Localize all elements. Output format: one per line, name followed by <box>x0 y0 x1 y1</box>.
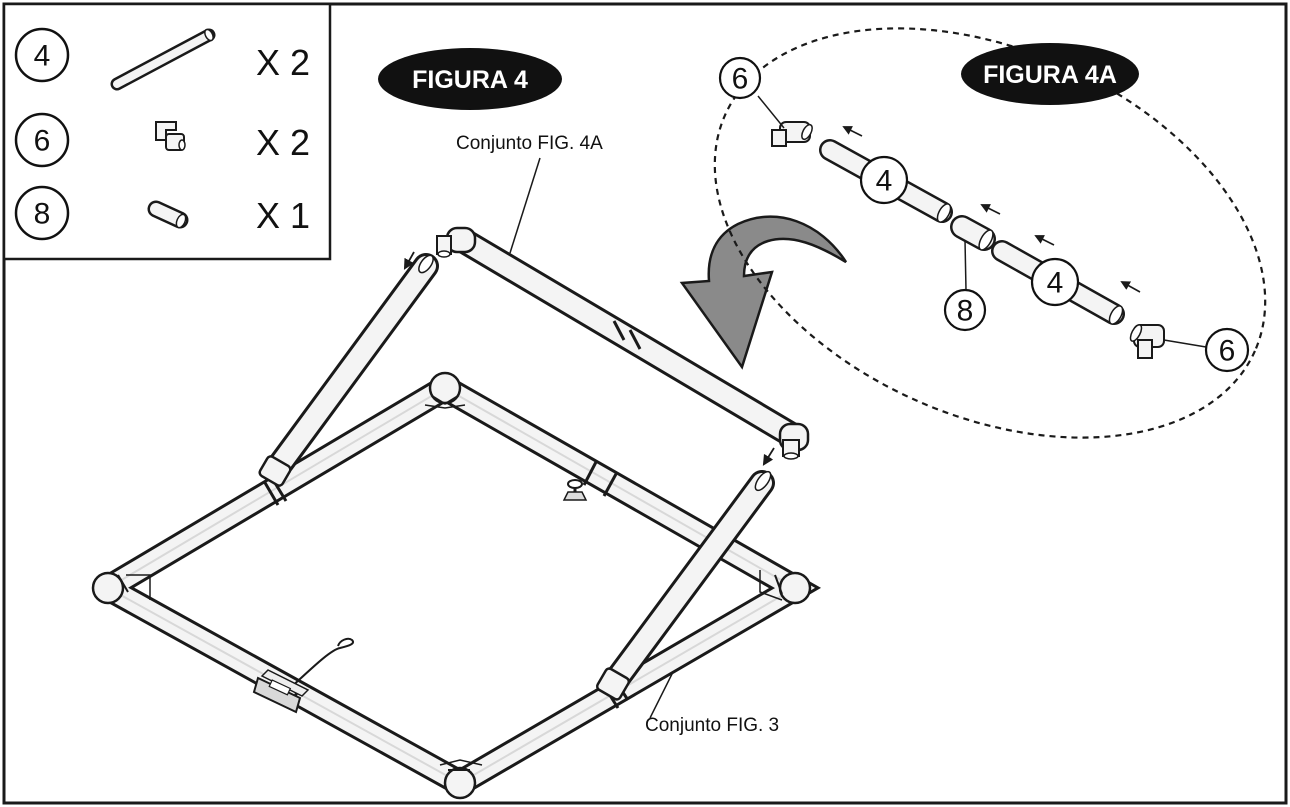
left-post <box>258 251 439 487</box>
callout-circle <box>718 56 762 100</box>
top-bar-assembly <box>436 226 810 460</box>
callout-number: 6 <box>1219 335 1236 368</box>
insert-arrow-icon <box>1034 235 1055 246</box>
base-frame <box>91 371 822 800</box>
callout-number: 8 <box>957 295 974 328</box>
callout-circle <box>943 288 987 332</box>
top-elbow-left <box>436 226 477 258</box>
control-unit <box>252 637 354 714</box>
part-number: 6 <box>34 125 51 158</box>
figura-4-badge: FIGURA 4 <box>378 48 562 110</box>
callout-number: 6 <box>732 63 749 96</box>
part-number-circle <box>14 27 70 83</box>
part-number: 4 <box>34 40 51 73</box>
figura-4a-label: FIGURA 4A <box>983 61 1117 89</box>
detail-elbow-top <box>771 121 813 147</box>
part-quantity: X 1 <box>256 195 310 236</box>
callout-fig-3: Conjunto FIG. 3 <box>645 715 779 736</box>
callout-number: 4 <box>1047 267 1064 300</box>
long-pipe-icon <box>110 28 216 91</box>
insert-arrow-icon <box>980 204 1001 215</box>
part-quantity: X 2 <box>256 42 310 83</box>
right-post <box>595 447 775 701</box>
top-elbow-right <box>778 422 810 460</box>
figura-4-label: FIGURA 4 <box>412 66 528 94</box>
elbow-corner-top <box>424 371 466 409</box>
center-fitting <box>562 479 588 501</box>
detail-elbow-bottom <box>1129 324 1165 359</box>
elbow-corner-right <box>759 570 812 605</box>
callout-circle <box>859 155 909 205</box>
down-arrow-icon <box>403 251 415 270</box>
part-number: 8 <box>34 198 51 231</box>
callout-circle <box>1204 327 1250 373</box>
part-number-circle <box>14 185 70 241</box>
callout-leader-top <box>509 157 541 254</box>
detail-coupler <box>950 215 996 251</box>
callout-number: 4 <box>876 165 893 198</box>
parts-row-4: 4 X 2 <box>14 27 310 91</box>
insert-arrow-icon <box>1120 281 1141 293</box>
parts-row-8: 8 X 1 <box>14 185 310 241</box>
straight-coupler-icon <box>147 200 189 229</box>
elbow-connector-icon <box>155 121 186 151</box>
insert-arrow-icon <box>842 126 863 137</box>
part-number-circle <box>14 112 70 168</box>
part-quantity: X 2 <box>256 122 310 163</box>
figura-4a-badge: FIGURA 4A <box>961 43 1139 105</box>
curved-arrow-icon <box>679 215 848 370</box>
callout-fig-4a: Conjunto FIG. 4A <box>456 133 603 154</box>
down-arrow-icon <box>762 447 775 466</box>
parts-row-6: 6 X 2 <box>14 112 310 168</box>
parts-table: 4 X 2 6 X 2 8 <box>2 2 332 261</box>
elbow-corner-bottom <box>439 759 483 800</box>
elbow-corner-left <box>91 571 151 605</box>
callout-circle <box>1030 257 1080 307</box>
